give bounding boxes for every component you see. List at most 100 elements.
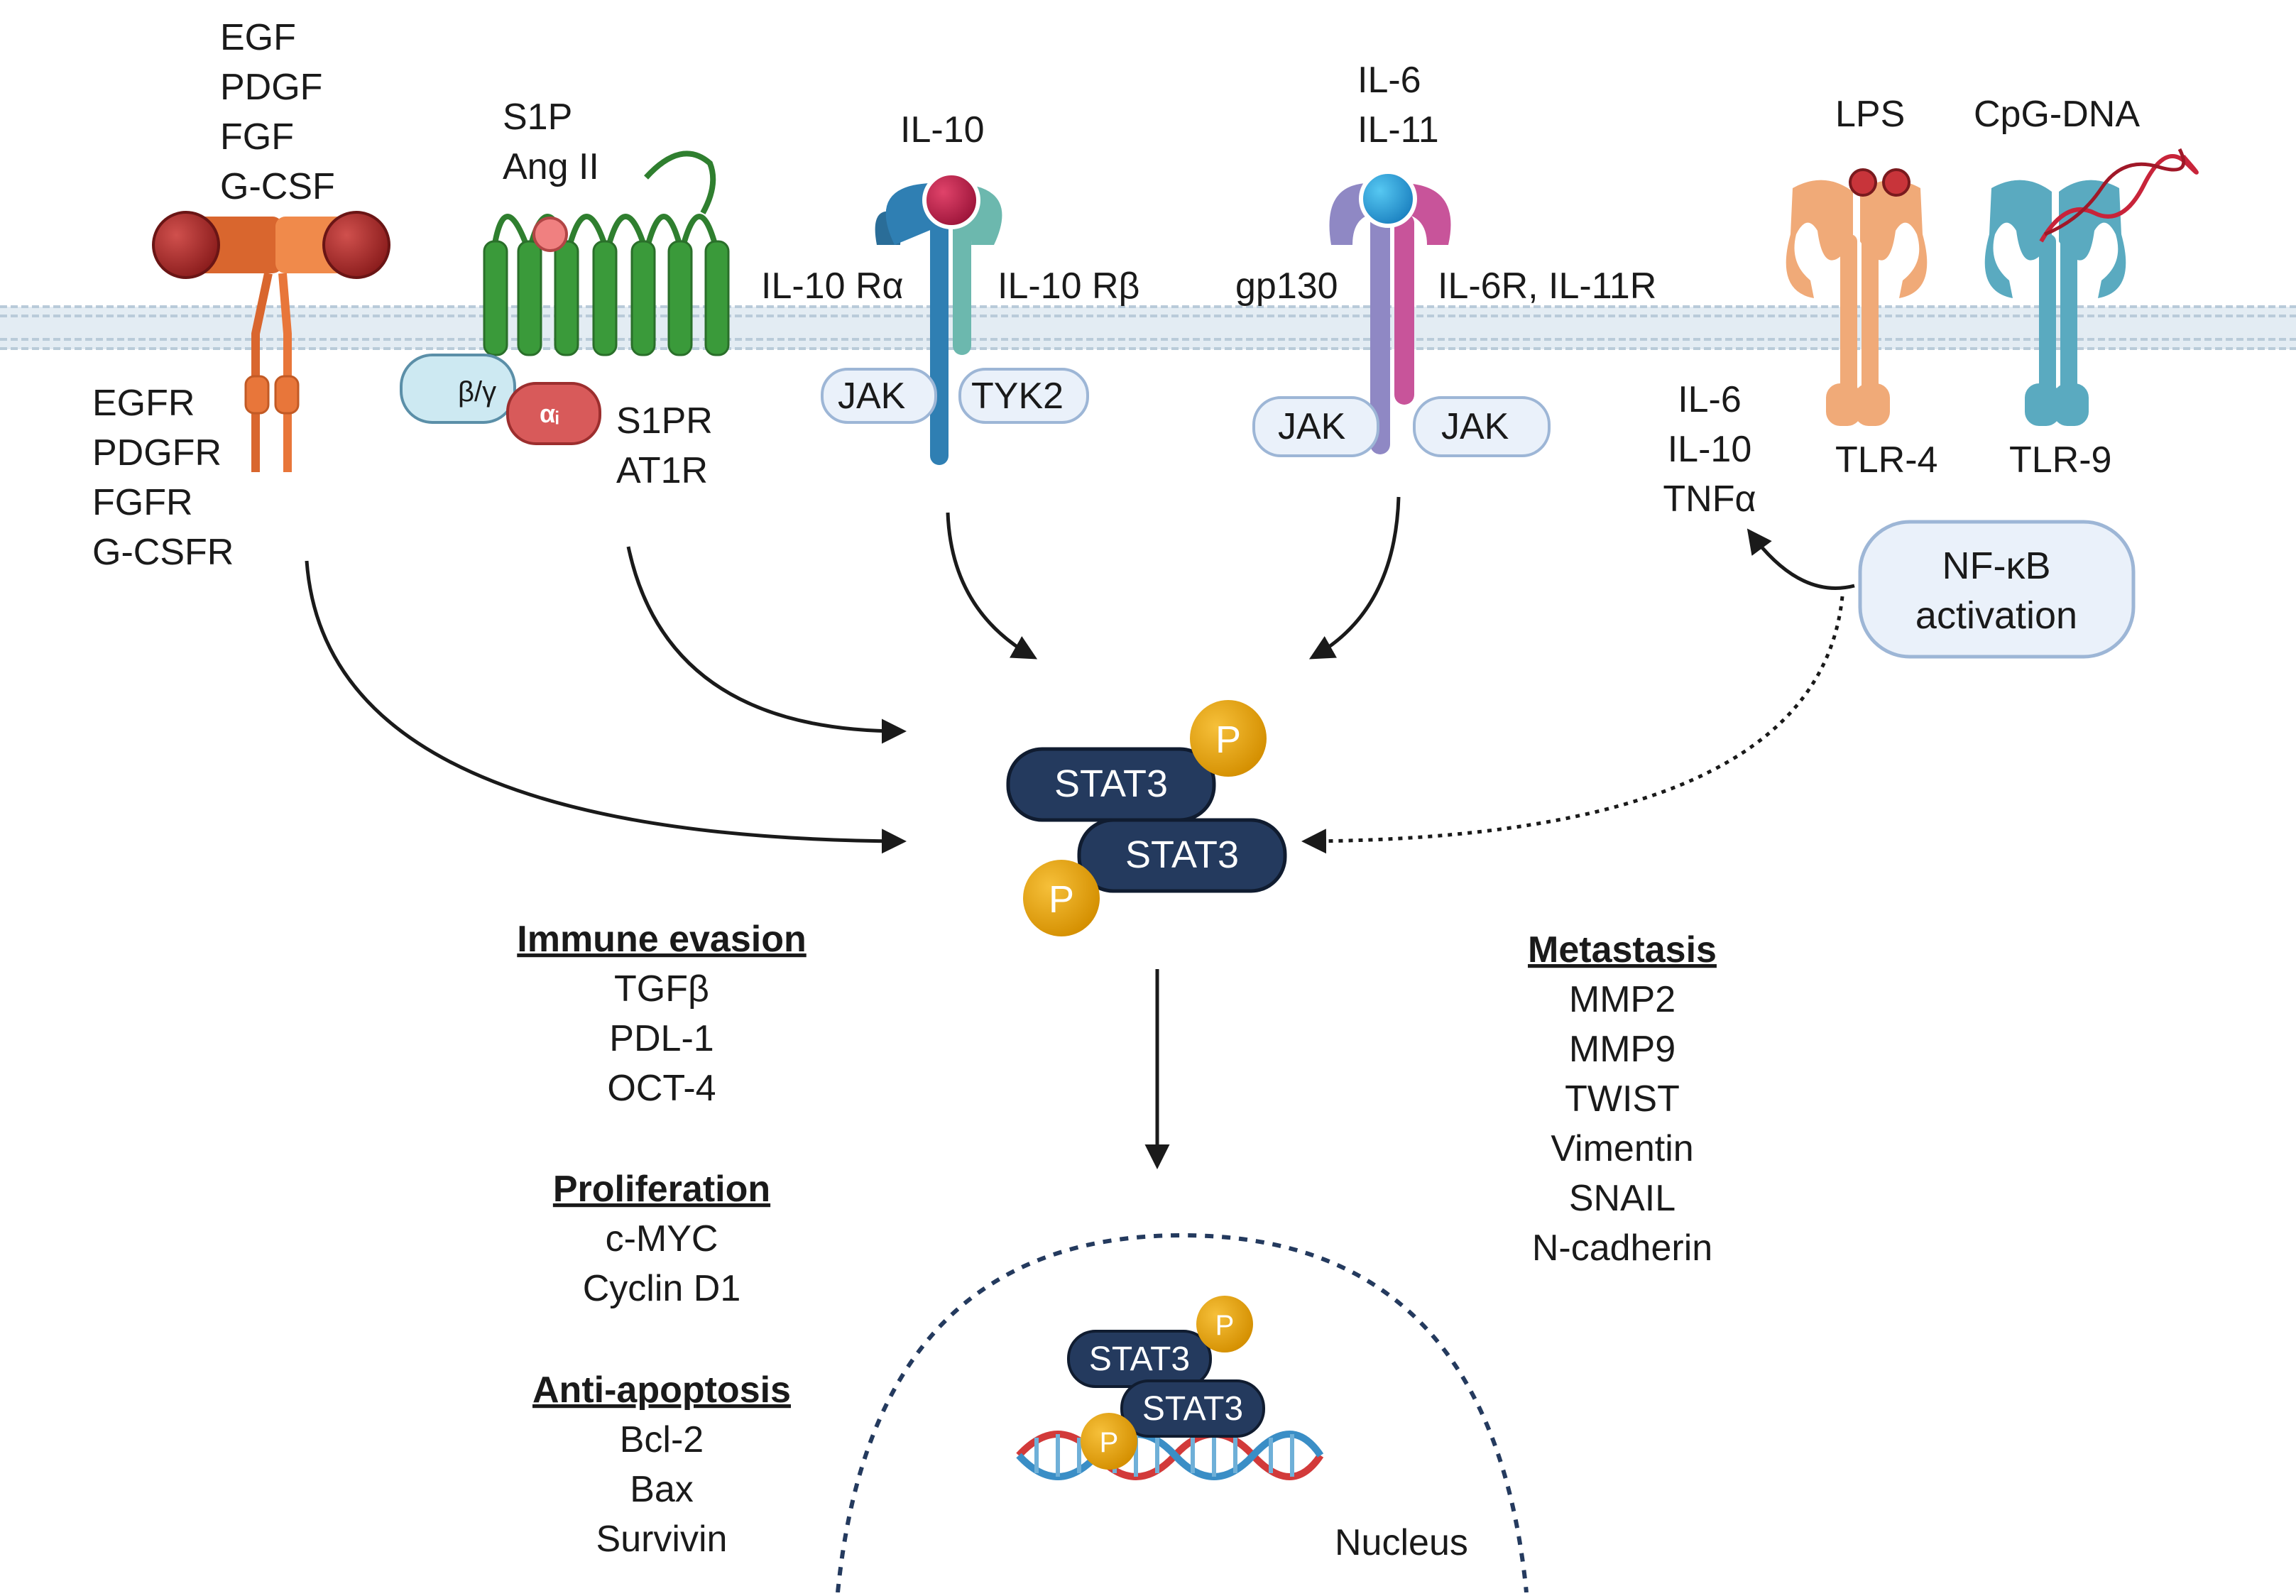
lps-ligand-left bbox=[1849, 168, 1877, 197]
nuclear-phospho-bottom bbox=[1081, 1413, 1137, 1470]
gpcr-ligand bbox=[532, 217, 568, 252]
receptor-il10-ra: IL-10 Rα bbox=[761, 266, 904, 307]
outcome-apopt-item: Bax bbox=[630, 1469, 694, 1510]
nfkb-line2: activation bbox=[1915, 594, 2077, 637]
label-tyk2: TYK2 bbox=[971, 376, 1064, 417]
outcome-metastasis-item: SNAIL bbox=[1569, 1178, 1675, 1219]
rtk-ligand-left bbox=[152, 211, 220, 279]
ligand-il6: IL-6 bbox=[1357, 60, 1421, 101]
rtk-receptor bbox=[152, 211, 390, 472]
ligand-ang-ii: Ang II bbox=[503, 146, 599, 187]
receptor-gcsfr: G-CSFR bbox=[92, 532, 234, 573]
outcome-metastasis-item: MMP9 bbox=[1569, 1029, 1675, 1070]
outcome-prolif-title: Proliferation bbox=[553, 1169, 770, 1210]
nuclear-phospho-bottom-label: P bbox=[1100, 1427, 1119, 1458]
receptor-at1r: AT1R bbox=[616, 450, 708, 491]
arrow-gpcr-to-stat3 bbox=[626, 546, 907, 744]
rtk-ligand-right bbox=[322, 211, 390, 279]
nuclear-phospho-top bbox=[1196, 1296, 1253, 1352]
il10-receptor bbox=[821, 171, 1089, 465]
outcome-metastasis-item: TWIST bbox=[1565, 1078, 1680, 1120]
outcome-metastasis-title: Metastasis bbox=[1528, 929, 1717, 971]
g-beta-gamma bbox=[400, 354, 516, 424]
nuclear-phospho-top-label: P bbox=[1215, 1310, 1235, 1341]
outcome-immune-item: PDL-1 bbox=[609, 1018, 714, 1059]
cpg-dna-strand bbox=[2039, 154, 2199, 243]
ligand-egf: EGF bbox=[220, 17, 296, 58]
phospho-top bbox=[1190, 700, 1267, 777]
gpcr-receptor bbox=[400, 151, 730, 445]
tyk2-box bbox=[958, 368, 1089, 424]
label-g-alpha-i: αᵢ bbox=[540, 399, 559, 428]
label-jak-il10: JAK bbox=[838, 376, 906, 417]
arrow-nfkb-to-cytokines bbox=[1746, 528, 1855, 590]
arrow-il6-to-stat3 bbox=[1308, 496, 1401, 660]
ligand-lps: LPS bbox=[1835, 94, 1905, 135]
nucleus-label: Nucleus bbox=[1335, 1522, 1468, 1563]
tlr9-receptor bbox=[1984, 148, 2199, 426]
label-jak-il6r: JAK bbox=[1441, 406, 1509, 447]
outcome-prolif-item: Cyclin D1 bbox=[583, 1268, 741, 1309]
receptor-fgfr: FGFR bbox=[92, 482, 193, 523]
phospho-bottom-label: P bbox=[1049, 878, 1074, 921]
il6-ligand bbox=[1359, 170, 1417, 228]
outcome-apopt-item: Survivin bbox=[596, 1519, 728, 1560]
receptor-pdgfr: PDGFR bbox=[92, 432, 222, 474]
ligand-il10: IL-10 bbox=[900, 109, 985, 151]
outcome-metastasis-item: MMP2 bbox=[1569, 979, 1675, 1020]
cell-membrane bbox=[0, 305, 2296, 350]
outcome-prolif-item: c-MYC bbox=[606, 1218, 718, 1259]
ligand-fgf: FGF bbox=[220, 116, 294, 158]
stat3-bottom bbox=[1077, 818, 1287, 893]
phospho-top-label: P bbox=[1215, 718, 1241, 761]
ligand-pdgf: PDGF bbox=[220, 67, 322, 108]
outcome-metastasis-item: Vimentin bbox=[1551, 1128, 1693, 1169]
label-g-beta-gamma: β/γ bbox=[458, 376, 496, 408]
ligand-gcsf: G-CSF bbox=[220, 166, 335, 207]
outcome-immune-item: TGFβ bbox=[614, 968, 709, 1010]
dna-helix bbox=[1016, 1431, 1324, 1480]
tlr4-receptor bbox=[1786, 168, 1928, 426]
il6-receptor bbox=[1252, 170, 1551, 457]
lps-ligand-right bbox=[1882, 168, 1910, 197]
outcome-apopt-title: Anti-apoptosis bbox=[532, 1370, 791, 1411]
signal-arrows bbox=[305, 496, 1855, 1169]
arrow-nfkb-to-stat3-dotted bbox=[1301, 596, 1844, 854]
ligand-il11: IL-11 bbox=[1357, 109, 1439, 151]
stat3-dimer bbox=[1006, 700, 1287, 936]
g-alpha-i bbox=[506, 382, 601, 445]
cytokine-tnfa: TNFα bbox=[1663, 479, 1756, 520]
text-layer: EGF PDGF FGF G-CSF EGFR PDGFR FGFR G-CSF… bbox=[92, 17, 2140, 1563]
ligand-s1p: S1P bbox=[503, 97, 572, 138]
receptor-s1pr: S1PR bbox=[616, 400, 713, 442]
jak-box-il6r bbox=[1413, 396, 1551, 457]
outcome-immune-title: Immune evasion bbox=[517, 919, 806, 960]
receptor-il6r-il11r: IL-6R, IL-11R bbox=[1438, 266, 1656, 307]
receptor-egfr: EGFR bbox=[92, 383, 195, 424]
outcome-metastasis-item: N-cadherin bbox=[1532, 1228, 1712, 1269]
nuclear-stat3-bottom-label: STAT3 bbox=[1142, 1390, 1243, 1428]
arrow-il10-to-stat3 bbox=[946, 512, 1038, 660]
jak-box-gp130 bbox=[1252, 396, 1379, 457]
nfkb-activation-box bbox=[1858, 520, 2136, 659]
nuclear-stat3-bottom bbox=[1120, 1379, 1265, 1438]
il10-ligand bbox=[922, 171, 980, 229]
nfkb-line1: NF-κB bbox=[1942, 545, 2051, 587]
receptor-gp130: gp130 bbox=[1235, 266, 1338, 307]
stat3-top-label: STAT3 bbox=[1054, 763, 1168, 805]
ligand-cpg-dna: CpG-DNA bbox=[1974, 94, 2140, 135]
receptor-tlr4: TLR-4 bbox=[1835, 439, 1937, 481]
outcome-apopt-item: Bcl-2 bbox=[620, 1419, 704, 1460]
jak-box-il10 bbox=[821, 368, 937, 424]
nucleus bbox=[836, 1232, 1529, 1593]
arrow-rtk-to-stat3 bbox=[305, 560, 907, 854]
outcome-immune-item: OCT-4 bbox=[607, 1068, 716, 1109]
nuclear-stat3-top-label: STAT3 bbox=[1089, 1340, 1190, 1378]
cytokine-il6: IL-6 bbox=[1678, 379, 1742, 420]
label-jak-gp130: JAK bbox=[1278, 406, 1346, 447]
phospho-bottom bbox=[1023, 860, 1100, 936]
stat3-bottom-label: STAT3 bbox=[1125, 833, 1239, 876]
receptor-tlr9: TLR-9 bbox=[2009, 439, 2111, 481]
